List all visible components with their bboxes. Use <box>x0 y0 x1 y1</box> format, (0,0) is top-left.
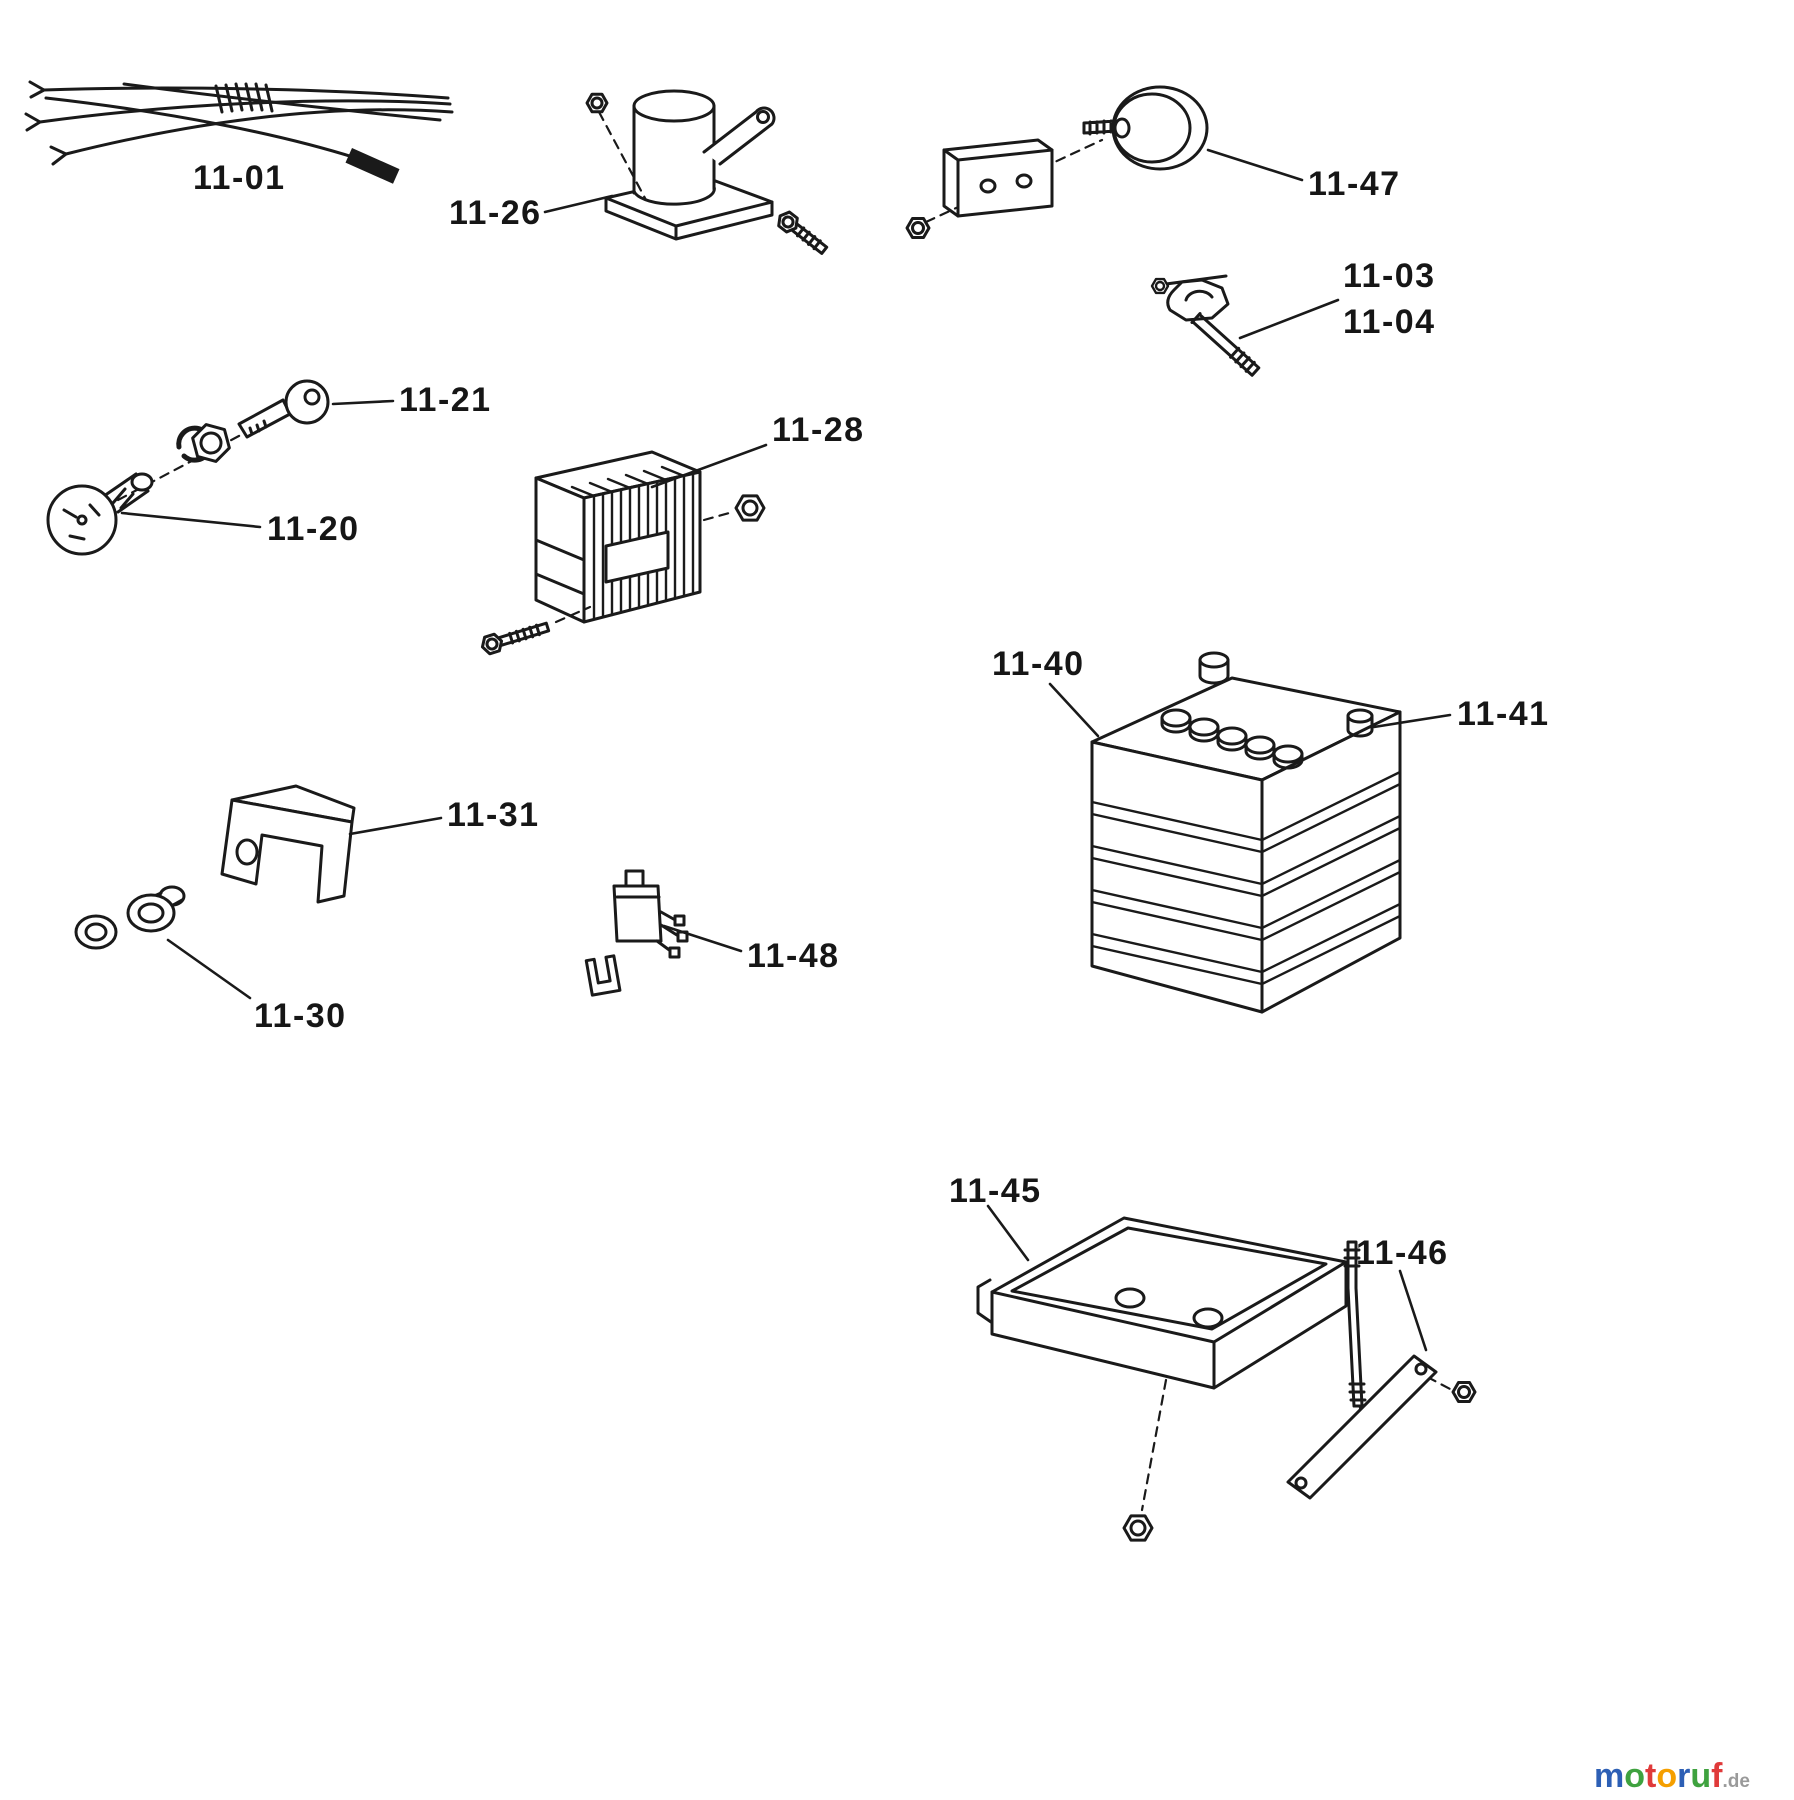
nut-icon <box>1122 1514 1154 1542</box>
harness-wrap <box>214 82 274 114</box>
connector-end <box>345 148 400 184</box>
part-indicator-socket <box>74 885 186 950</box>
leader-lines <box>120 148 1452 1352</box>
part-label-battery: 11-40 <box>992 645 1085 683</box>
switch-terminals <box>62 503 101 541</box>
leader-resistor <box>650 443 768 489</box>
part-battery-terminal <box>1150 274 1261 377</box>
leader-battery-tray <box>986 1204 1030 1262</box>
leader-key <box>331 399 395 406</box>
part-label-safety-switch: 11-48 <box>747 937 840 975</box>
part-label-indicator-socket: 11-30 <box>254 997 347 1035</box>
part-key <box>237 379 330 439</box>
part-labels: 11-01 11-26 11-47 11-03 11-04 11-21 11-2… <box>193 159 1550 1272</box>
leader-indicator-socket <box>166 938 252 1000</box>
terminal-clamp-body <box>1166 278 1230 322</box>
leader-battery-post <box>1372 713 1452 729</box>
bolt-icon <box>478 621 551 657</box>
part-label-resistor: 11-28 <box>772 411 865 449</box>
battery-ribs <box>1090 770 1402 986</box>
part-label-ignition-switch: 11-20 <box>267 510 360 548</box>
part-label-solenoid: 11-26 <box>449 194 542 232</box>
nut-icon <box>905 217 931 239</box>
logo-letter: f <box>1711 1757 1723 1795</box>
part-hold-down-strap <box>1286 1354 1477 1500</box>
leader-safety-switch <box>662 924 743 953</box>
key-notches <box>248 419 268 436</box>
nut-icon <box>585 92 609 114</box>
fork-terminals <box>24 80 68 166</box>
part-label-gauge: 11-47 <box>1308 165 1401 203</box>
tray-hold-down-rod <box>1343 1240 1367 1408</box>
part-gauge-sender <box>905 85 1209 239</box>
leader-terminal <box>1238 298 1340 340</box>
part-safety-switch <box>584 869 689 997</box>
nut-icon <box>734 494 766 522</box>
part-solenoid <box>585 89 829 255</box>
part-label-hold-down-strap: 11-46 <box>1356 1234 1449 1272</box>
part-label-battery-post: 11-41 <box>1457 695 1550 733</box>
switch-neck <box>102 472 150 514</box>
battery-post-right <box>1346 708 1374 738</box>
part-label-wiring-harness: 11-01 <box>193 159 286 197</box>
leader-hold-down-strap <box>1398 1269 1428 1352</box>
part-battery <box>1090 651 1402 1014</box>
logo-letter: u <box>1690 1757 1711 1795</box>
part-resistor <box>478 450 766 657</box>
leader-solenoid <box>543 194 614 214</box>
logo-letter: t <box>1645 1757 1656 1795</box>
logo-letter: r <box>1677 1757 1690 1795</box>
terminal-bolt-rod <box>1190 312 1261 377</box>
leader-gauge <box>1206 148 1304 182</box>
part-bracket-cover <box>220 784 356 904</box>
part-wiring-harness <box>24 80 454 184</box>
part-label-terminal-bolt: 11-04 <box>1343 303 1436 341</box>
logo-letter: o <box>1656 1757 1677 1795</box>
battery-post-left <box>1198 651 1230 685</box>
leader-battery <box>1048 682 1100 738</box>
watermark-logo: motoruf.de <box>1594 1757 1750 1795</box>
logo-letter: m <box>1594 1757 1624 1795</box>
part-ignition-switch <box>46 408 290 556</box>
retainer-clip <box>584 954 622 997</box>
nut-icon <box>1451 1381 1477 1403</box>
part-label-terminal-clamp: 11-03 <box>1343 257 1436 295</box>
leader-ignition-switch <box>120 511 262 529</box>
part-label-bracket: 11-31 <box>447 796 540 834</box>
part-label-key: 11-21 <box>399 381 492 419</box>
bolt-icon <box>773 207 829 255</box>
logo-suffix: .de <box>1722 1771 1749 1792</box>
part-label-battery-tray: 11-45 <box>949 1172 1042 1210</box>
bolt-head-icon <box>1150 277 1170 295</box>
battery-filler-caps <box>1160 708 1304 770</box>
solenoid-lever <box>702 106 776 166</box>
logo-letter: o <box>1624 1757 1645 1795</box>
leader-bracket <box>348 816 443 836</box>
threaded-stud <box>1082 119 1118 136</box>
